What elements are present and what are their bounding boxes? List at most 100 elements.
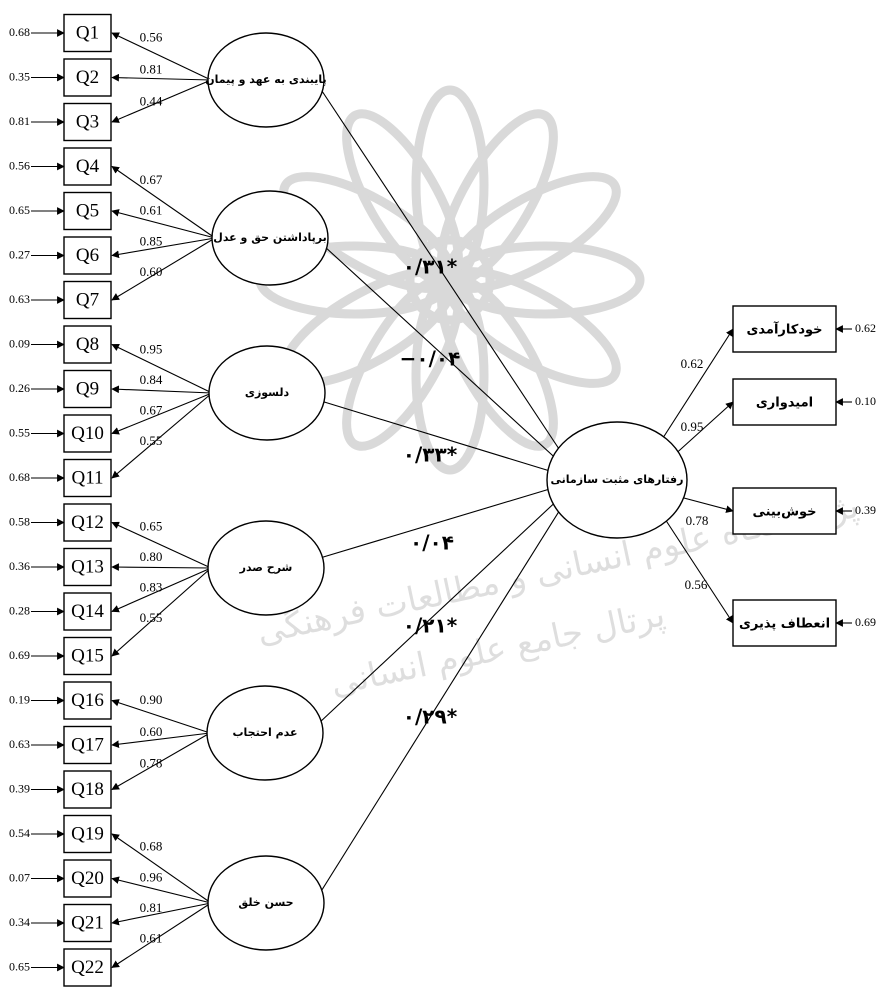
indicator-box-q14 xyxy=(63,592,112,631)
outcome-error-3: 0.39 xyxy=(855,503,876,517)
outcome-error-2: 0.10 xyxy=(855,394,876,408)
indicator-box-q21 xyxy=(63,903,112,943)
indicator-label-q5: Q5 xyxy=(76,200,99,221)
loading-value-q12: 0.65 xyxy=(140,518,163,533)
indicator-label-q2: Q2 xyxy=(76,67,99,88)
indicator-box-q9 xyxy=(63,369,112,409)
loading-value-q19: 0.68 xyxy=(140,839,163,854)
error-value-q12: 0.58 xyxy=(9,514,30,528)
loading-arrow-q20 xyxy=(111,876,212,904)
indicator-box-q19 xyxy=(63,814,112,854)
error-value-q15: 0.69 xyxy=(9,648,30,662)
error-value-q1: 0.68 xyxy=(9,25,30,39)
structural-path-1 xyxy=(319,87,564,456)
loading-value-q10: 0.67 xyxy=(140,403,163,418)
outcome-label-3: خوش‌بینی xyxy=(752,505,816,520)
loading-value-q5: 0.61 xyxy=(140,203,163,218)
indicator-label-q19: Q19 xyxy=(71,823,104,844)
indicator-label-q3: Q3 xyxy=(76,111,99,132)
outcome-error-4: 0.69 xyxy=(855,615,876,629)
loading-arrow-q11 xyxy=(111,392,213,479)
indicator-box-q6 xyxy=(63,236,112,275)
indicator-label-q14: Q14 xyxy=(71,601,104,622)
error-value-q11: 0.68 xyxy=(9,470,30,484)
error-value-q2: 0.35 xyxy=(9,69,30,83)
factor-ellipse-2 xyxy=(211,190,329,286)
loading-arrow-q7 xyxy=(111,237,216,301)
indicator-label-q1: Q1 xyxy=(76,22,99,43)
indicator-box-q22 xyxy=(63,948,112,987)
error-value-q6: 0.27 xyxy=(9,247,30,261)
error-value-q10: 0.55 xyxy=(9,425,30,439)
indicator-box-q16 xyxy=(63,681,112,720)
indicator-label-q16: Q16 xyxy=(71,690,104,711)
connections xyxy=(31,29,852,972)
indicator-box-q8 xyxy=(63,325,112,364)
central-construct-label: رفتارهای مثبت سازمانی xyxy=(551,473,684,486)
loading-value-q22: 0.61 xyxy=(140,930,163,945)
structural-path-3 xyxy=(320,400,564,477)
error-value-q21: 0.34 xyxy=(9,915,30,929)
structural-path-5 xyxy=(318,494,564,724)
watermark-core xyxy=(405,235,495,325)
loading-value-q11: 0.55 xyxy=(140,433,163,448)
loading-value-q18: 0.78 xyxy=(140,756,163,771)
indicator-box-q4 xyxy=(63,147,112,186)
indicator-box-q11 xyxy=(63,458,112,498)
loading-arrow-q9 xyxy=(111,385,213,394)
indicator-label-q4: Q4 xyxy=(76,156,100,177)
nodes xyxy=(63,13,837,987)
loading-arrow-q13 xyxy=(111,563,212,571)
factor-ellipse-4 xyxy=(207,520,325,616)
loading-value-q13: 0.80 xyxy=(140,549,163,564)
error-value-q9: 0.26 xyxy=(9,381,30,395)
indicator-box-q5 xyxy=(63,191,112,231)
outcome-loading-4: 0.56 xyxy=(685,577,708,592)
outcome-box-4 xyxy=(732,599,837,647)
outcome-label-4: انعطاف پذیری xyxy=(739,617,830,632)
indicator-label-q10: Q10 xyxy=(71,423,104,444)
indicator-label-q18: Q18 xyxy=(71,779,104,800)
structural-path-2 xyxy=(323,245,564,466)
error-value-q3: 0.81 xyxy=(9,114,30,128)
loading-value-q16: 0.90 xyxy=(140,692,163,707)
factor-label-1: پایبندی به عهد و پیمان xyxy=(205,73,326,86)
error-value-q22: 0.65 xyxy=(9,959,30,973)
loading-arrow-q12 xyxy=(111,521,212,569)
loading-value-q20: 0.96 xyxy=(140,869,163,884)
indicator-box-q15 xyxy=(63,636,112,676)
error-value-q5: 0.65 xyxy=(9,203,30,217)
factor-ellipse-1 xyxy=(207,32,325,128)
outcome-loading-2: 0.95 xyxy=(681,419,704,434)
error-value-q20: 0.07 xyxy=(9,870,30,884)
outcome-box-1 xyxy=(732,305,837,353)
indicator-label-q15: Q15 xyxy=(71,645,104,666)
loading-arrow-q15 xyxy=(111,567,212,657)
edge-labels: Q10.68Q20.35Q30.81Q40.56Q50.65Q60.27Q70.… xyxy=(9,22,876,978)
loading-arrow-q2 xyxy=(111,73,212,82)
indicator-box-q13 xyxy=(63,547,112,587)
error-value-q17: 0.63 xyxy=(9,737,30,751)
outcome-loading-arrow-4 xyxy=(664,518,734,624)
factor-label-6: حسن خلق xyxy=(238,896,293,909)
error-value-q18: 0.39 xyxy=(9,781,30,795)
indicator-box-q17 xyxy=(63,725,112,765)
indicator-label-q11: Q11 xyxy=(71,467,103,488)
path-coefficient-6: ۰/۲۹* xyxy=(403,705,458,729)
factor-label-5: عدم احتجاب xyxy=(232,726,297,739)
outcome-label-1: خودکارآمدی xyxy=(746,321,822,338)
factor-ellipse-3 xyxy=(208,345,326,441)
indicator-box-q18 xyxy=(63,770,112,809)
loading-arrow-q19 xyxy=(111,833,212,904)
error-value-q16: 0.19 xyxy=(9,692,30,706)
indicator-box-q20 xyxy=(63,859,112,898)
structural-path-4 xyxy=(319,483,564,559)
indicator-box-q7 xyxy=(63,280,112,320)
indicator-box-q12 xyxy=(63,503,112,542)
loading-arrow-q22 xyxy=(111,902,212,968)
path-coefficient-1: ۰/۳۱* xyxy=(403,255,458,279)
outcome-box-2 xyxy=(732,378,837,426)
loading-value-q6: 0.85 xyxy=(140,233,163,248)
loading-arrow-q8 xyxy=(111,344,213,394)
